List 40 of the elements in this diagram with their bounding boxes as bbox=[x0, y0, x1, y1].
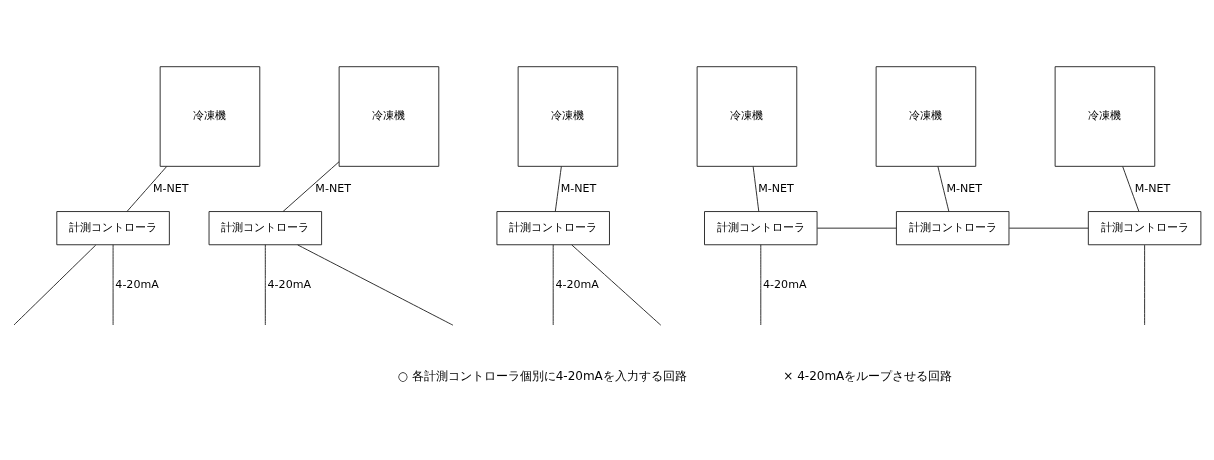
connector bbox=[554, 166, 562, 212]
connector bbox=[297, 244, 454, 326]
node-box: 計測コントローラ bbox=[704, 211, 818, 246]
edge-label: 4-20mA bbox=[267, 277, 312, 291]
connector bbox=[571, 244, 662, 326]
edge-label: M-NET bbox=[758, 181, 794, 195]
connector bbox=[1008, 227, 1089, 229]
connector bbox=[1122, 166, 1140, 212]
node-box: 計測コントローラ bbox=[496, 211, 610, 246]
node-box: 冷凍機 bbox=[696, 66, 798, 167]
connector bbox=[752, 166, 760, 212]
connector bbox=[760, 244, 762, 326]
connector bbox=[282, 161, 340, 212]
connector bbox=[816, 227, 897, 229]
connector bbox=[13, 244, 97, 326]
node-box: 冷凍機 bbox=[875, 66, 977, 167]
connector bbox=[112, 244, 114, 326]
connector bbox=[126, 166, 168, 212]
connector bbox=[937, 166, 950, 212]
node-box: 計測コントローラ bbox=[208, 211, 323, 246]
node-box: 冷凍機 bbox=[338, 66, 440, 167]
connector bbox=[1144, 244, 1146, 326]
edge-label: 4-20mA bbox=[555, 277, 599, 291]
edge-label: 4-20mA bbox=[763, 277, 807, 291]
edge-label: M-NET bbox=[946, 181, 983, 195]
node-box: 冷凍機 bbox=[517, 66, 619, 167]
edge-label: 4-20mA bbox=[115, 277, 159, 291]
edge-label: M-NET bbox=[1134, 181, 1171, 195]
edge-label: M-NET bbox=[315, 181, 351, 195]
node-box: 冷凍機 bbox=[1054, 66, 1156, 167]
edge-label: M-NET bbox=[560, 181, 597, 195]
node-box: 計測コントローラ bbox=[56, 211, 170, 246]
node-box: 計測コントローラ bbox=[895, 211, 1010, 246]
connector bbox=[552, 244, 554, 326]
node-box: 計測コントローラ bbox=[1087, 211, 1202, 246]
node-box: 冷凍機 bbox=[159, 66, 261, 167]
label: ○ 各計測コントローラ個別に4-20mAを入力する回路 bbox=[397, 368, 687, 383]
connector bbox=[264, 244, 266, 326]
label: × 4-20mAをループさせる回路 bbox=[783, 368, 953, 383]
edge-label: M-NET bbox=[152, 181, 189, 195]
